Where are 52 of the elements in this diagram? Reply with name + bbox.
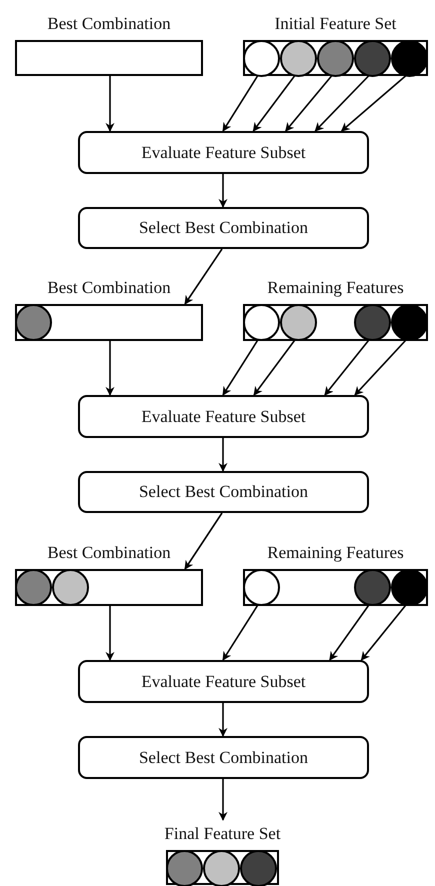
arrow — [218, 174, 228, 208]
arrow — [252, 76, 296, 132]
arrow — [222, 76, 258, 132]
arrow — [285, 75, 332, 132]
feature-circle — [203, 850, 240, 886]
arrow — [329, 605, 370, 661]
process-box: Select Best Combination — [78, 207, 369, 249]
process-box: Evaluate Feature Subset — [78, 395, 369, 438]
arrow — [222, 605, 258, 661]
arrow — [218, 779, 228, 821]
arrow — [184, 512, 223, 570]
process-box: Evaluate Feature Subset — [78, 660, 369, 703]
process-box: Select Best Combination — [78, 736, 369, 779]
arrow — [218, 703, 228, 737]
feature-circle — [280, 304, 317, 341]
feature-circle — [52, 569, 89, 606]
set-heading: Initial Feature Set — [274, 14, 396, 34]
arrow — [324, 340, 370, 396]
feature-circle — [354, 569, 391, 606]
arrow — [106, 76, 114, 132]
feature-circle — [15, 569, 52, 606]
arrow — [106, 341, 114, 396]
arrow — [106, 606, 114, 661]
arrow — [360, 605, 406, 661]
set-heading: Remaining Features — [267, 278, 404, 298]
feature-circle — [391, 40, 428, 77]
arrow — [218, 438, 228, 472]
feature-circle — [317, 40, 354, 77]
feature-circle — [243, 569, 280, 606]
feature-circle — [354, 40, 391, 77]
feature-circle — [280, 40, 317, 77]
feature-circle — [240, 850, 277, 886]
set-heading: Best Combination — [47, 278, 171, 298]
arrow — [354, 340, 406, 396]
feature-circle — [391, 569, 428, 606]
process-box: Select Best Combination — [78, 471, 369, 513]
arrow — [314, 75, 370, 132]
set-heading: Best Combination — [47, 14, 171, 34]
set-heading: Remaining Features — [267, 543, 404, 563]
arrow — [222, 340, 258, 396]
arrow — [184, 248, 223, 305]
arrow — [340, 75, 406, 132]
process-box: Evaluate Feature Subset — [78, 131, 369, 174]
feature-circle — [391, 304, 428, 341]
feature-circle — [166, 850, 203, 886]
set-heading: Best Combination — [47, 543, 171, 563]
feature-circle — [243, 40, 280, 77]
set-heading: Final Feature Set — [164, 824, 281, 844]
arrow — [253, 340, 296, 396]
feature-circle — [243, 304, 280, 341]
feature-circle — [15, 304, 52, 341]
feature-circle — [354, 304, 391, 341]
